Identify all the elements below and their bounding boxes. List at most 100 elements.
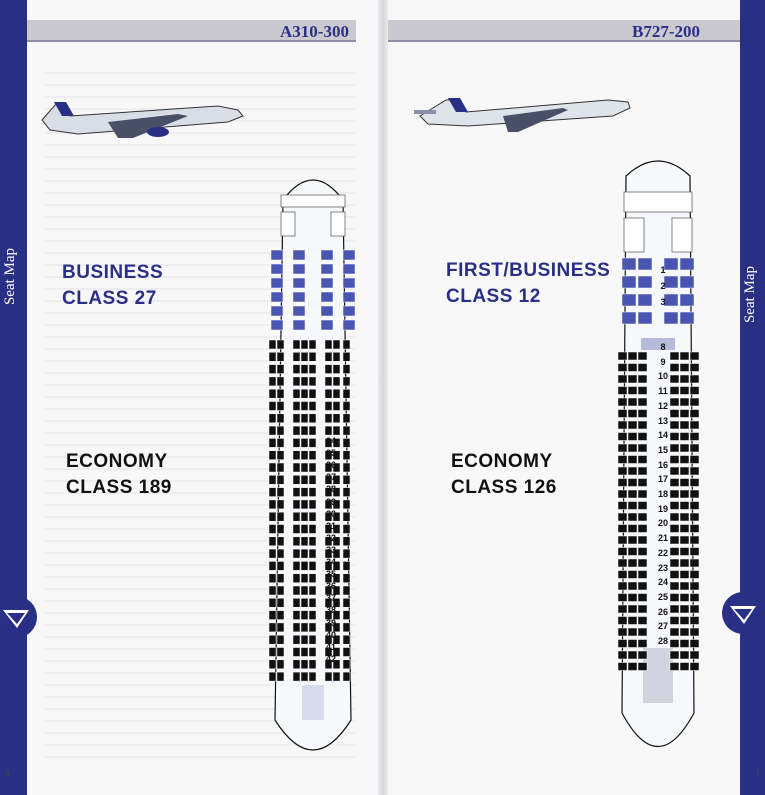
economy-seat	[276, 622, 285, 633]
economy-seat	[300, 622, 309, 633]
economy-seat	[292, 499, 301, 510]
economy-seat	[627, 524, 638, 533]
b727-seat-map	[617, 160, 700, 748]
economy-seat	[669, 581, 680, 591]
economy-seat	[669, 386, 680, 395]
economy-seat	[689, 455, 700, 464]
row-label: 11	[658, 386, 668, 397]
economy-seat	[617, 420, 628, 430]
row-label: 15	[657, 444, 668, 455]
economy-seat	[332, 524, 341, 534]
economy-seat	[679, 650, 690, 660]
economy-seat	[669, 593, 680, 602]
right-economy-title: ECONOMY	[451, 451, 553, 472]
economy-seat	[617, 639, 628, 648]
economy-seat	[292, 364, 301, 374]
business-seat	[342, 305, 356, 317]
economy-seat	[324, 438, 333, 448]
economy-seat	[308, 622, 317, 633]
economy-seat	[679, 478, 690, 487]
economy-seat	[324, 401, 333, 411]
economy-seat	[342, 622, 351, 633]
economy-seat	[342, 450, 351, 460]
economy-seat	[308, 548, 317, 559]
business-seat	[320, 291, 334, 303]
economy-seat	[689, 501, 700, 510]
economy-seat	[679, 570, 690, 579]
economy-seat	[342, 524, 351, 534]
left-economy-title: ECONOMY	[66, 451, 168, 472]
economy-seat	[332, 634, 341, 645]
economy-seat	[627, 478, 638, 487]
economy-seat	[268, 634, 277, 645]
first-business-seat	[679, 275, 695, 289]
economy-seat	[637, 547, 648, 556]
economy-seat	[342, 475, 351, 485]
economy-seat	[342, 548, 351, 559]
economy-seat	[324, 364, 333, 374]
economy-seat	[342, 339, 351, 350]
left-header-band	[27, 20, 356, 42]
economy-seat	[276, 610, 285, 620]
business-seat	[270, 277, 284, 289]
economy-seat	[627, 627, 638, 637]
left-airline-logo	[0, 596, 37, 638]
business-seat	[292, 291, 306, 303]
economy-seat	[332, 598, 341, 608]
economy-seat	[268, 585, 277, 596]
economy-seat	[627, 581, 638, 591]
economy-seat	[689, 478, 700, 487]
economy-seat	[637, 489, 648, 499]
business-seat	[342, 319, 356, 331]
economy-seat	[679, 420, 690, 430]
economy-seat	[342, 425, 351, 436]
economy-seat	[679, 547, 690, 556]
row-label: 20	[657, 518, 668, 529]
a310-photo	[41, 102, 244, 138]
economy-seat	[627, 420, 638, 430]
economy-seat	[332, 487, 341, 497]
economy-seat	[679, 512, 690, 522]
economy-seat	[637, 535, 648, 545]
economy-seat	[332, 401, 341, 411]
economy-seat	[292, 450, 301, 460]
economy-seat	[268, 573, 277, 583]
first-business-seat	[663, 311, 679, 325]
economy-seat	[669, 397, 680, 407]
economy-seat	[669, 501, 680, 510]
economy-seat	[276, 511, 285, 522]
row-label: 27	[325, 472, 336, 483]
first-business-seat	[679, 257, 695, 271]
economy-seat	[324, 339, 333, 350]
economy-seat	[627, 351, 638, 361]
economy-seat	[679, 558, 690, 568]
economy-seat	[324, 499, 333, 510]
economy-seat	[332, 671, 341, 682]
row-label: 26	[657, 606, 668, 617]
economy-seat	[324, 671, 333, 682]
left-logo-icon	[3, 610, 29, 628]
economy-seat	[292, 352, 301, 362]
business-seat	[292, 305, 306, 317]
economy-seat	[324, 524, 333, 534]
economy-seat	[617, 455, 628, 464]
row-label: 18	[657, 489, 668, 499]
economy-seat	[679, 386, 690, 395]
economy-seat	[300, 487, 309, 497]
economy-seat	[276, 401, 285, 411]
economy-seat	[300, 573, 309, 583]
economy-seat	[689, 420, 700, 430]
economy-seat	[292, 388, 301, 399]
economy-seat	[324, 413, 333, 424]
economy-seat	[292, 524, 301, 534]
economy-seat	[276, 536, 285, 547]
economy-seat	[617, 604, 628, 614]
economy-seat	[276, 475, 285, 485]
row-label: 19	[657, 503, 668, 514]
economy-seat	[308, 647, 317, 657]
economy-seat	[332, 573, 341, 583]
economy-seat	[268, 536, 277, 547]
economy-seat	[308, 585, 317, 596]
left-business-count: CLASS 27	[62, 288, 157, 309]
economy-seat	[324, 598, 333, 608]
